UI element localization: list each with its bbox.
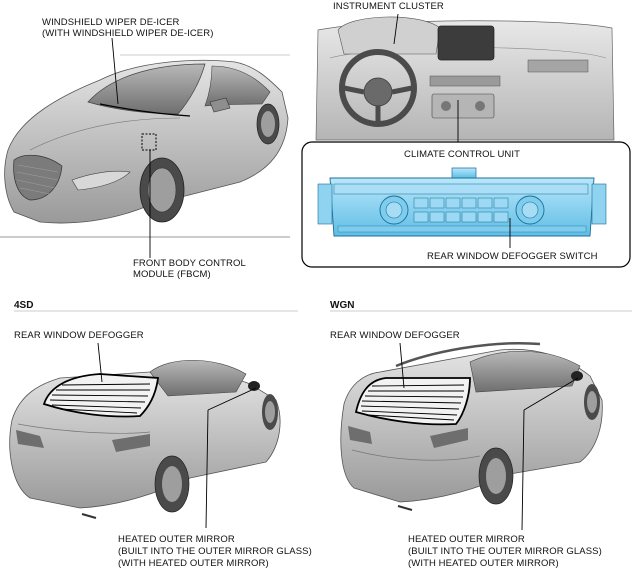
label-heated-mirror-4sd-location: (BUILT INTO THE OUTER MIRROR GLASS) [118, 546, 312, 557]
wagon-rear-window [354, 377, 471, 426]
label-instrument-cluster: INSTRUMENT CLUSTER [333, 1, 444, 12]
wagon-defogger-leader [399, 342, 405, 389]
label-fbcm-abbrev: MODULE (FBCM) [133, 269, 211, 280]
label-heated-mirror-wgn-location: (BUILT INTO THE OUTER MIRROR GLASS) [408, 546, 602, 557]
wiper-deicer-leader [111, 37, 119, 105]
label-heated-mirror-wgn: HEATED OUTER MIRROR [408, 534, 525, 545]
label-rear-defogger-switch: REAR WINDOW DEFOGGER SWITCH [427, 251, 598, 262]
sedan-defogger-leader [97, 342, 103, 383]
label-rear-defogger-wgn: REAR WINDOW DEFOGGER [330, 330, 460, 341]
label-rear-defogger-4sd: REAR WINDOW DEFOGGER [14, 330, 144, 341]
dashboard-illustration [315, 16, 615, 141]
section-title-wgn: WGN [330, 300, 355, 311]
label-climate-control-unit: CLIMATE CONTROL UNIT [404, 149, 521, 160]
instrument-cluster-leader [393, 13, 399, 45]
label-wiper-deicer: WINDSHIELD WIPER DE-ICER [42, 17, 180, 28]
sedan-rear-illustration [9, 359, 281, 519]
front-car-illustration [0, 54, 290, 238]
label-heated-mirror-wgn-condition: (WITH HEATED OUTER MIRROR) [408, 558, 559, 569]
label-heated-mirror-4sd-condition: (WITH HEATED OUTER MIRROR) [118, 558, 269, 569]
wagon-rear-illustration [340, 341, 603, 511]
wagon-mirror-leader [521, 409, 525, 531]
climate-control-unit [317, 167, 607, 237]
label-wiper-deicer-condition: (WITH WINDSHIELD WIPER DE-ICER) [42, 28, 214, 39]
fbcm-location-marker [141, 133, 157, 151]
section-title-4sd: 4SD [14, 300, 34, 311]
label-fbcm: FRONT BODY CONTROL [133, 258, 246, 269]
label-heated-mirror-4sd: HEATED OUTER MIRROR [118, 534, 235, 545]
sedan-mirror-leader [205, 409, 209, 529]
